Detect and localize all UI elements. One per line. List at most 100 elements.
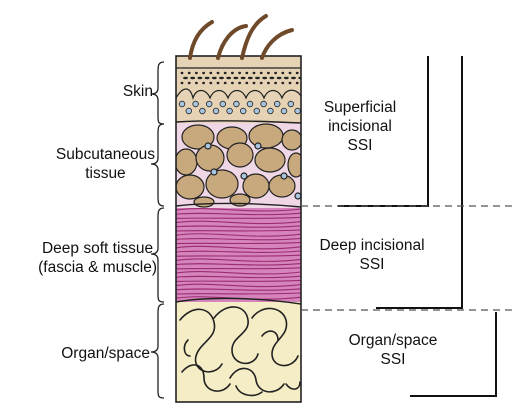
epidermis-dot	[259, 81, 263, 85]
basal-cells	[178, 100, 301, 115]
muscle-fiber	[176, 283, 301, 288]
epidermis-dot	[281, 71, 285, 75]
muscle-fiber	[176, 279, 301, 282]
basal-cell	[253, 107, 260, 115]
column-outline	[175, 55, 302, 403]
basal-cell	[233, 100, 240, 108]
epidermis-dot	[252, 71, 256, 75]
epidermis-dot	[295, 81, 299, 85]
basal-cell	[226, 107, 233, 115]
bracket-organ-space	[410, 312, 497, 397]
epidermis-dot	[267, 71, 270, 75]
epidermis-dot	[180, 71, 184, 75]
label-organ-space-ssi: Organ/space SSI	[348, 332, 438, 368]
muscle-fiber	[176, 216, 301, 219]
basal-cell	[287, 100, 294, 108]
basal-cell	[274, 100, 281, 108]
skin-base-line	[176, 120, 301, 124]
label-organ-space: Organ/space	[61, 345, 150, 362]
muscle-fiber	[176, 242, 301, 245]
bracket-deep	[376, 56, 463, 309]
epidermis-dot	[219, 76, 224, 80]
muscle-fiber	[176, 220, 301, 225]
basal-cell	[280, 107, 288, 115]
muscle-fiber	[176, 237, 301, 241]
small-cell	[294, 192, 301, 200]
muscle-fiber	[176, 254, 301, 257]
epidermis-dot	[255, 76, 260, 80]
fat-globule	[287, 152, 301, 178]
epidermis-dot	[223, 71, 227, 75]
muscle-fiber	[176, 292, 301, 295]
brace-organ-space	[150, 303, 165, 399]
epidermis-dot	[283, 76, 289, 80]
epidermis-dot	[274, 81, 277, 85]
basal-cell	[246, 100, 254, 108]
dermal-papillae	[176, 88, 301, 101]
fat-globule	[176, 174, 205, 200]
fat-globule	[248, 123, 284, 149]
epidermis-dot	[252, 81, 256, 85]
label-skin: Skin	[122, 83, 153, 100]
basal-cell	[199, 107, 206, 115]
basal-cell	[267, 107, 274, 115]
brace-skin	[150, 61, 165, 125]
layer-braces	[150, 61, 165, 399]
epidermis-dot	[209, 71, 213, 75]
fat-globule	[181, 124, 215, 150]
label-deep-incisional-ssi: Deep incisional SSI	[319, 237, 425, 273]
epidermis-dot	[195, 81, 198, 85]
muscle-fiber	[176, 245, 301, 250]
basal-cell	[239, 107, 247, 115]
epidermis-dot	[288, 71, 292, 75]
muscle-fiber	[176, 288, 301, 291]
fat-globules	[176, 123, 301, 208]
epidermis-dot	[231, 81, 234, 85]
epidermis-dot	[183, 76, 188, 80]
small-cell	[204, 142, 212, 150]
muscle-fiber	[176, 263, 301, 266]
muscle-fiber	[176, 233, 301, 237]
brace-deep-soft-tissue	[150, 207, 165, 303]
epidermis-dot	[240, 76, 246, 80]
epidermis-dot	[204, 76, 210, 80]
basal-cell	[294, 107, 301, 115]
brace-subcutaneous	[150, 123, 165, 207]
epidermis-dot	[209, 81, 213, 85]
organ-space-layer	[176, 300, 301, 402]
fascia-line-upper	[176, 202, 301, 208]
organ-loops	[179, 306, 301, 397]
tissue-column	[176, 56, 301, 402]
muscle-fiber	[176, 267, 301, 270]
deep-soft-tissue-layer	[176, 206, 301, 302]
epidermis-dot	[259, 71, 263, 75]
small-cell	[210, 168, 218, 176]
epidermis-dot	[231, 71, 234, 75]
epidermis-dot	[187, 71, 191, 75]
epidermis-dot	[269, 76, 275, 80]
small-cell	[254, 142, 262, 150]
muscle-fiber	[176, 271, 301, 275]
fat-globule	[254, 147, 286, 173]
fat-globule	[205, 169, 239, 199]
epidermis-dot	[291, 76, 296, 80]
epidermis-dot	[295, 71, 299, 75]
epidermis-dot	[245, 71, 249, 75]
muscle-fiber	[176, 250, 301, 253]
label-deep-soft-tissue: Deep soft tissue (fascia & muscle)	[38, 240, 157, 276]
basal-cell	[260, 100, 267, 108]
basal-cell	[178, 100, 186, 108]
epidermis-dot	[245, 81, 249, 85]
fascia-line	[176, 297, 301, 305]
epidermis-dot	[274, 71, 277, 75]
epidermis-dot	[226, 76, 232, 80]
epidermis-dots	[180, 71, 301, 85]
label-subcutaneous-tissue: Subcutaneous tissue	[55, 146, 155, 182]
epidermis-dot	[223, 81, 227, 85]
muscle-fiber	[176, 208, 301, 212]
epidermis-dot	[238, 81, 242, 85]
epidermis-dot	[216, 71, 220, 75]
fat-globule	[193, 196, 215, 208]
basal-cell	[212, 107, 220, 115]
